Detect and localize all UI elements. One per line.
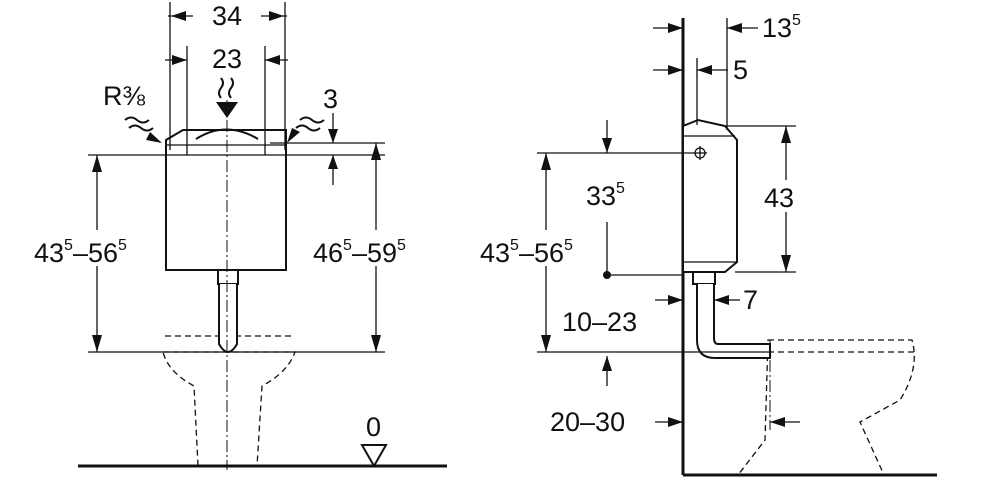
arrow-connection-right — [287, 128, 300, 143]
dim-front-left-label: 435–565 — [34, 237, 127, 268]
arrow-135-right — [727, 23, 742, 33]
arrow-front-right-bottom — [371, 335, 381, 352]
toilet-bowl-side — [736, 339, 915, 476]
arrow-2030-right — [770, 417, 785, 427]
dim-43-label: 43 — [764, 183, 794, 213]
arrow-135-left — [668, 23, 683, 33]
arrow-front-left-bottom — [92, 335, 102, 352]
front-view: 34 23 R⅜ 3 435–565 — [32, 1, 447, 470]
arrow-2030-left — [668, 417, 683, 427]
dim-23-label: 23 — [212, 44, 242, 74]
arrow-connection-left — [146, 132, 162, 143]
arrow-34-right — [269, 11, 284, 21]
dim-2030-label: 20–30 — [550, 407, 625, 437]
arrow-2030-up — [602, 356, 612, 371]
floor-level-triangle — [360, 444, 388, 469]
dim-front-right-label: 465–595 — [313, 237, 406, 268]
flush-pipe-side — [696, 284, 771, 359]
arrow-43-bottom — [781, 255, 791, 272]
dim-1023-label: 10–23 — [562, 307, 637, 337]
arrow-23-right — [265, 55, 280, 65]
arrow-1023-left — [668, 295, 683, 305]
arrow-front-left-top — [92, 155, 102, 172]
arrow-5-left — [668, 65, 683, 75]
pipe-collar-side — [692, 271, 716, 285]
wave-right-1 — [299, 116, 325, 124]
arrow-34-left — [171, 11, 186, 21]
arrow-front-right-top — [371, 143, 381, 160]
wave-right-2 — [295, 124, 321, 132]
arrow-3-down — [328, 129, 338, 143]
arrow-side-left-top — [541, 153, 551, 170]
arrow-side-left-bottom — [541, 335, 551, 352]
label-bg-front-right — [312, 230, 440, 266]
cistern-side — [682, 118, 738, 273]
dim-3-label: 3 — [323, 84, 338, 114]
connection-label: R⅜ — [103, 81, 146, 111]
wave-inlet-2 — [228, 77, 234, 99]
dim-7-label: 7 — [743, 285, 758, 315]
wave-left-1 — [124, 116, 150, 124]
arrow-inlet-center — [216, 102, 238, 118]
side-view: 135 5 335 43 435–565 — [478, 12, 937, 477]
arrow-7-right — [714, 295, 729, 305]
flush-pipe-front — [218, 284, 238, 353]
label-bg-side-left — [478, 230, 606, 266]
wave-inlet-1 — [218, 77, 224, 99]
arrow-43-top — [781, 126, 791, 143]
arrow-3-up — [328, 155, 338, 169]
pipe-collar-front — [217, 269, 239, 285]
arrow-335-down — [602, 138, 612, 153]
toilet-bowl-front — [162, 351, 296, 467]
label-bg-front-left — [32, 230, 160, 266]
dim-side-left-label: 435–565 — [480, 237, 573, 268]
dim-34-label: 34 — [212, 1, 242, 31]
floor-level-label: 0 — [366, 412, 381, 442]
dim-335-label: 335 — [586, 180, 625, 211]
cistern-front — [165, 129, 287, 271]
label-bg-43 — [762, 180, 806, 212]
dim-5-label: 5 — [733, 55, 748, 85]
wave-left-2 — [128, 124, 154, 132]
dim-135-label: 135 — [762, 12, 801, 43]
arrow-23-left — [172, 55, 187, 65]
arrow-5-right — [697, 65, 712, 75]
